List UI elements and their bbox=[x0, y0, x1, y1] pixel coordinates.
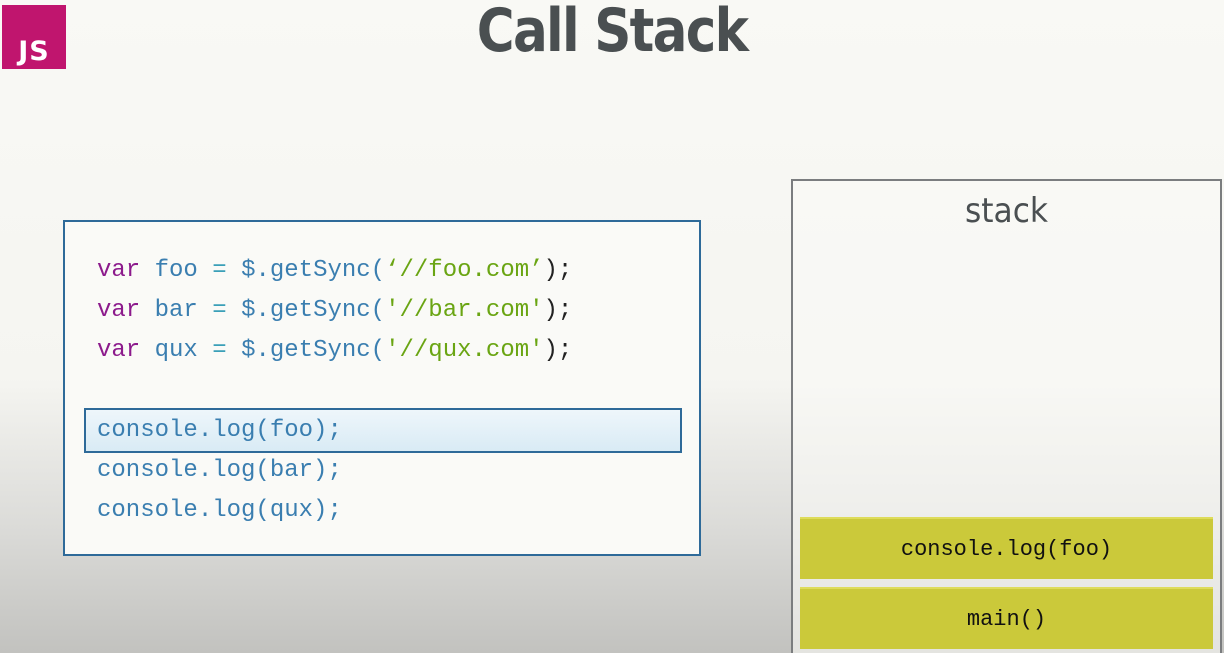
assign-operator: = bbox=[212, 297, 227, 324]
variable-name: foo bbox=[154, 257, 198, 284]
code-panel: var foo = $.getSync(‘//foo.com’); var ba… bbox=[63, 220, 701, 556]
keyword-var: var bbox=[97, 297, 141, 324]
function-call: $.getSync( bbox=[241, 297, 386, 324]
current-line-highlight bbox=[84, 408, 682, 453]
stack-frame-console-log: console.log(foo) bbox=[800, 517, 1213, 579]
call-end: ); bbox=[543, 257, 573, 284]
call-stack-panel: stack console.log(foo) main() bbox=[791, 179, 1222, 653]
string-literal: '//qux.com' bbox=[385, 337, 544, 364]
code-line-3: var qux = $.getSync('//qux.com'); bbox=[97, 331, 572, 371]
code-line-1: var foo = $.getSync(‘//foo.com’); bbox=[97, 251, 572, 291]
string-literal: ‘//foo.com’ bbox=[385, 257, 544, 284]
variable-name: bar bbox=[154, 297, 198, 324]
assign-operator: = bbox=[212, 257, 227, 284]
function-call: $.getSync( bbox=[241, 337, 386, 364]
js-logo-text: JS bbox=[18, 36, 50, 67]
keyword-var: var bbox=[97, 337, 141, 364]
page-title: Call Stack bbox=[476, 0, 749, 66]
js-logo: JS bbox=[2, 5, 66, 69]
code-line-2: var bar = $.getSync('//bar.com'); bbox=[97, 291, 572, 331]
assign-operator: = bbox=[212, 337, 227, 364]
variable-name: qux bbox=[154, 337, 198, 364]
keyword-var: var bbox=[97, 257, 141, 284]
function-call: $.getSync( bbox=[241, 257, 386, 284]
call-end: ); bbox=[543, 337, 573, 364]
stack-title: stack bbox=[964, 191, 1049, 231]
stack-frame-main: main() bbox=[800, 587, 1213, 649]
code-line-log-bar: console.log(bar); bbox=[97, 457, 342, 484]
string-literal: '//bar.com' bbox=[385, 297, 544, 324]
code-line-log-qux: console.log(qux); bbox=[97, 497, 342, 524]
code-line-log-foo: console.log(foo); bbox=[97, 417, 342, 444]
call-end: ); bbox=[543, 297, 573, 324]
